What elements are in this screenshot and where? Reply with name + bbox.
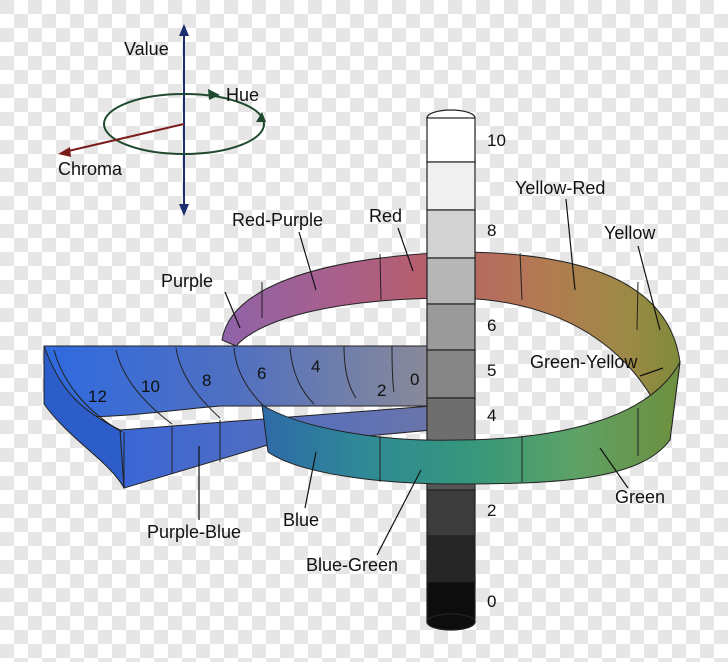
value-column: [426, 109, 476, 631]
label-green-yellow: Green-Yellow: [530, 352, 638, 372]
axes-key: Value Hue Chroma: [58, 24, 266, 216]
value-scale: 10 8 6 5 4 2 0: [487, 131, 506, 611]
value-10: 10: [487, 131, 506, 150]
chroma-axis-arrow: [63, 123, 185, 153]
value-5: 5: [487, 361, 496, 380]
label-red-purple: Red-Purple: [232, 210, 323, 230]
value-arrow-up-icon: [179, 24, 189, 36]
label-blue: Blue: [283, 510, 319, 530]
leader-lines: [198, 198, 664, 556]
hue-label: Hue: [226, 85, 259, 105]
chroma-scale: 12 10 8 6 4 2 0: [88, 357, 419, 406]
chroma-2: 2: [377, 381, 386, 400]
value-6: 6: [487, 316, 496, 335]
hue-labels: Red Red-Purple Yellow-Red Yellow Purple …: [147, 178, 665, 575]
label-green: Green: [615, 487, 665, 507]
hue-circle: [103, 93, 265, 155]
label-red: Red: [369, 206, 402, 226]
value-8: 8: [487, 221, 496, 240]
chroma-0: 0: [410, 370, 419, 389]
hue-ring-front: [261, 361, 681, 485]
chroma-label: Chroma: [58, 159, 123, 179]
label-yellow-red: Yellow-Red: [515, 178, 605, 198]
value-0: 0: [487, 592, 496, 611]
chroma-6: 6: [257, 364, 266, 383]
chroma-8: 8: [202, 371, 211, 390]
value-label: Value: [124, 39, 169, 59]
chroma-4: 4: [311, 357, 320, 376]
chroma-arrow-icon: [58, 147, 71, 157]
hue-arrow-icon: [208, 89, 220, 100]
value-4: 4: [487, 406, 496, 425]
chroma-slab: [43, 345, 433, 489]
chroma-12: 12: [88, 387, 107, 406]
label-purple-blue: Purple-Blue: [147, 522, 241, 542]
label-purple: Purple: [161, 271, 213, 291]
hue-arrow-side-icon: [256, 112, 266, 122]
chroma-10: 10: [141, 377, 160, 396]
label-yellow: Yellow: [604, 223, 656, 243]
value-arrow-down-icon: [179, 204, 189, 216]
value-2: 2: [487, 501, 496, 520]
label-blue-green: Blue-Green: [306, 555, 398, 575]
